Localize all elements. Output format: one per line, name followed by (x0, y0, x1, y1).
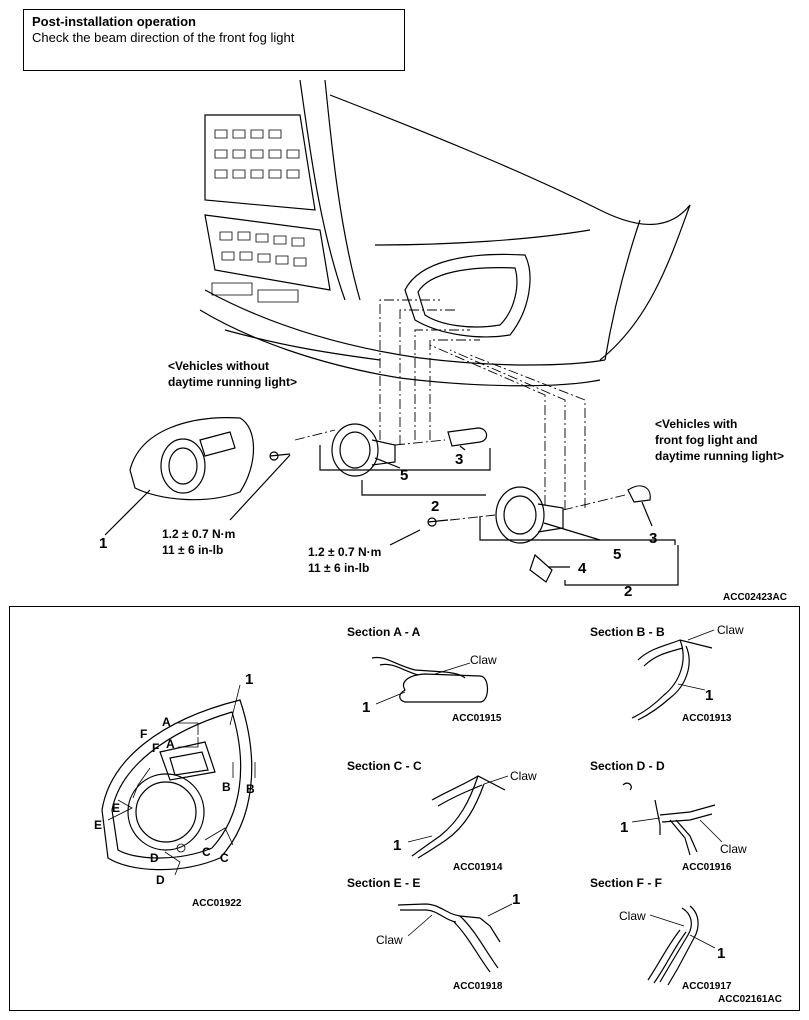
bumper-drawing (199, 79, 691, 387)
section-f-title: Section F - F (590, 876, 662, 890)
overview-letter-a2: A (166, 737, 175, 751)
bezel-left (129, 417, 255, 501)
section-f-code: ACC01917 (682, 981, 732, 992)
callout-5-left: 5 (400, 467, 408, 484)
torque-left-nm: 1.2 ± 0.7 N·m (162, 527, 235, 541)
section-b-code: ACC01913 (682, 713, 732, 724)
variant-without-line2: daytime running light> (168, 375, 297, 389)
overview-letter-b2: B (246, 782, 255, 796)
section-c-claw: Claw (510, 769, 537, 783)
section-d-code: ACC01916 (682, 862, 732, 873)
section-c-callout: 1 (393, 837, 401, 854)
torque-right-inlb: 11 ± 6 in-lb (308, 561, 369, 575)
section-f-claw: Claw (619, 909, 646, 923)
section-d-callout: 1 (620, 819, 628, 836)
section-e-title: Section E - E (347, 876, 420, 890)
overview-callout-1: 1 (245, 671, 253, 688)
variant-with-line2: front fog light and (655, 433, 758, 447)
overview-letter-c1: C (202, 845, 211, 859)
section-f-drawing (647, 905, 716, 986)
upper-figure-code: ACC02423AC (723, 592, 787, 603)
overview-letter-e2: E (94, 818, 102, 832)
section-d-drawing (622, 782, 723, 856)
section-b-title: Section B - B (590, 625, 665, 639)
overview-letter-f2: F (152, 741, 159, 755)
fog-light-left-assembly (269, 423, 488, 477)
bezel-overview (101, 699, 253, 871)
callout-4: 4 (578, 560, 587, 577)
torque-right-nm: 1.2 ± 0.7 N·m (308, 545, 381, 559)
variant-with-line3: daytime running light> (655, 449, 784, 463)
overview-letter-a1: A (162, 715, 171, 729)
fog-light-right-assembly (427, 485, 651, 583)
section-b-callout: 1 (705, 687, 713, 704)
section-markers (107, 684, 256, 876)
section-a-title: Section A - A (347, 625, 421, 639)
section-a-claw: Claw (470, 653, 497, 667)
note-title: Post-installation operation (32, 14, 196, 29)
section-a-code: ACC01915 (452, 713, 502, 724)
section-d-claw: Claw (720, 842, 747, 856)
variant-with-line1: <Vehicles with (655, 417, 737, 431)
overview-code: ACC01922 (192, 898, 242, 909)
callout-5-right: 5 (613, 546, 621, 563)
overview-letter-b1: B (222, 780, 231, 794)
section-c-title: Section C - C (347, 759, 422, 773)
section-e-claw: Claw (376, 933, 403, 947)
section-c-code: ACC01914 (453, 862, 503, 873)
section-e-drawing (397, 903, 513, 973)
callout-brackets (104, 445, 679, 586)
section-a-callout: 1 (362, 699, 370, 716)
section-b-claw: Claw (717, 623, 744, 637)
overview-letter-f1: F (140, 727, 147, 741)
torque-left-inlb: 11 ± 6 in-lb (162, 543, 223, 557)
callout-2-right: 2 (624, 583, 632, 600)
lower-frame (9, 606, 800, 1011)
installation-lines (294, 299, 626, 521)
overview-letter-c2: C (220, 851, 229, 865)
section-e-callout: 1 (512, 891, 520, 908)
callout-1: 1 (99, 535, 107, 552)
section-e-code: ACC01918 (453, 981, 503, 992)
section-c-drawing (407, 775, 509, 859)
post-installation-note: Post-installation operation Check the be… (23, 9, 405, 71)
variant-without-line1: <Vehicles without (168, 359, 269, 373)
callout-3-right: 3 (649, 530, 657, 547)
section-d-title: Section D - D (590, 759, 665, 773)
callout-2-left: 2 (431, 498, 439, 515)
section-f-callout: 1 (717, 945, 725, 962)
overview-letter-e1: E (112, 801, 120, 815)
callout-3-left: 3 (455, 451, 463, 468)
note-body: Check the beam direction of the front fo… (32, 30, 295, 45)
section-a-drawing (371, 656, 489, 705)
overview-letter-d1: D (150, 851, 159, 865)
section-b-drawing (631, 629, 715, 721)
lower-figure-code: ACC02161AC (718, 994, 782, 1005)
overview-letter-d2: D (156, 873, 165, 887)
